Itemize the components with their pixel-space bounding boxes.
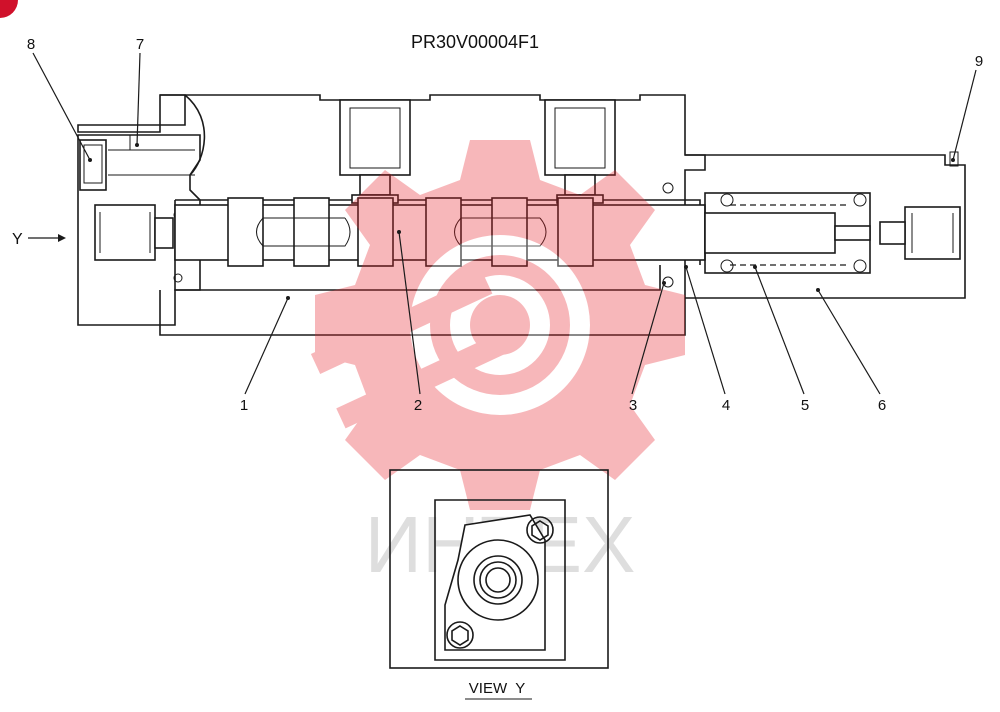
callout-9: 9 bbox=[975, 53, 983, 70]
callout-7: 7 bbox=[136, 36, 144, 53]
view-y-caption: VIEW Y bbox=[469, 680, 525, 697]
valve-body-drawing bbox=[77, 94, 966, 336]
callout-1: 1 bbox=[240, 397, 248, 414]
right-hex-plug bbox=[879, 206, 961, 260]
spring-chamber bbox=[704, 192, 871, 274]
view-arrow bbox=[28, 234, 66, 242]
callout-5: 5 bbox=[801, 397, 809, 414]
part-number-title: PR30V00004F1 bbox=[411, 32, 539, 52]
watermark-logo: ИНТЕХ bbox=[310, 140, 685, 589]
callout-leaders bbox=[32, 52, 977, 395]
callout-6: 6 bbox=[878, 397, 886, 414]
corner-badge bbox=[0, 0, 18, 18]
callout-4: 4 bbox=[722, 397, 730, 414]
spool bbox=[174, 182, 706, 288]
callout-3: 3 bbox=[629, 397, 637, 414]
callout-dots bbox=[88, 143, 955, 300]
callout-8: 8 bbox=[27, 36, 35, 53]
view-y-drawing bbox=[389, 469, 609, 669]
view-arrow-label: Y bbox=[12, 231, 23, 248]
callout-2: 2 bbox=[414, 397, 422, 414]
